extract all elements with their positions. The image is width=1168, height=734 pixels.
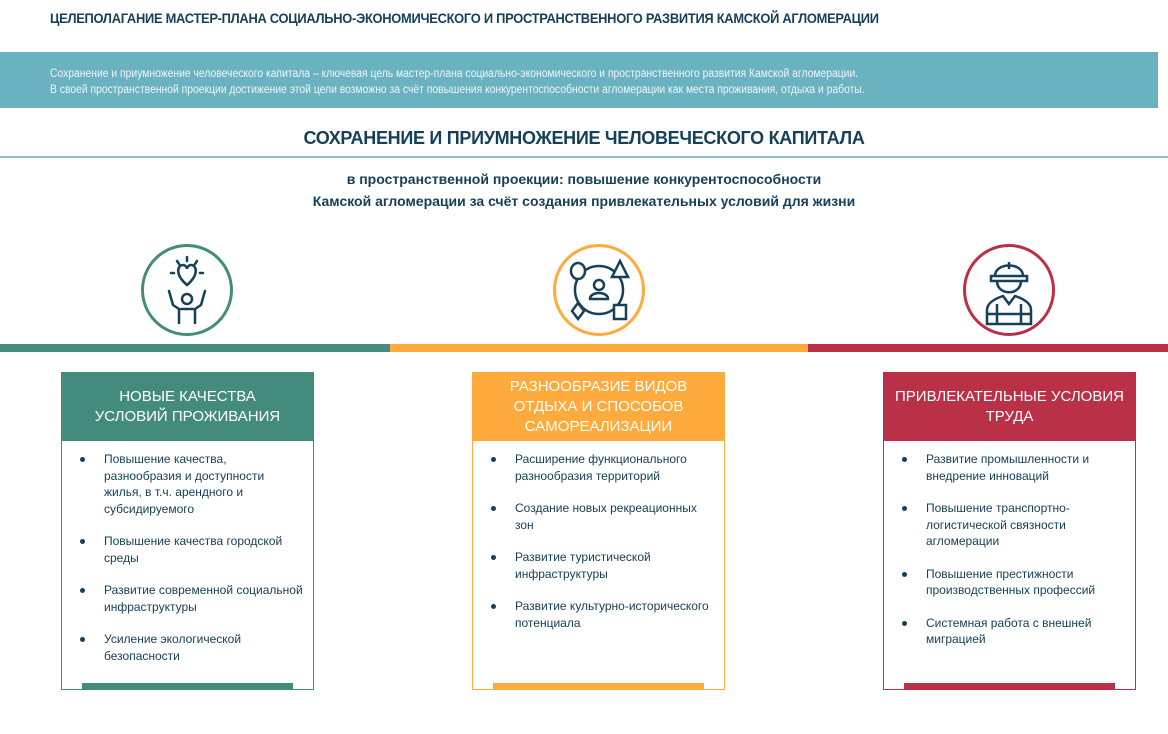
divider — [0, 156, 1168, 158]
card-list: Расширение функционального разнообразия … — [473, 441, 724, 631]
card-list: Развитие промышленности и внедрение инно… — [884, 441, 1135, 648]
list-item: Повышение качества, разнообразия и досту… — [80, 451, 303, 517]
orange-bar — [390, 344, 808, 352]
card-list: Повышение качества, разнообразия и досту… — [62, 441, 313, 664]
card-footer-bar — [82, 683, 293, 690]
banner-line: В своей пространственной проекции достиж… — [50, 84, 865, 96]
diversity-person-icon — [553, 244, 645, 336]
list-item: Развитие культурно-исторического потенци… — [491, 598, 714, 631]
worker-icon — [963, 244, 1055, 336]
list-item: Развитие промышленности и внедрение инно… — [902, 451, 1125, 484]
list-item: Повышение качества городской среды — [80, 533, 303, 566]
main-heading: СОХРАНЕНИЕ И ПРИУМНОЖЕНИЕ ЧЕЛОВЕЧЕСКОГО … — [303, 128, 865, 148]
card-footer-bar — [904, 683, 1115, 690]
list-item: Повышение транспортно-логистической связ… — [902, 500, 1125, 550]
list-item: Развитие туристической инфраструктуры — [491, 549, 714, 582]
list-item: Усиление экологической безопасности — [80, 631, 303, 664]
green-bar — [0, 344, 390, 352]
subtitle-line: в пространственной проекции: повышение к… — [346, 171, 822, 187]
banner-line: Сохранение и приумножение человеческого … — [50, 68, 859, 80]
card-footer-bar — [493, 683, 704, 690]
list-item: Повышение престижности производственных … — [902, 566, 1125, 599]
page-title: ЦЕЛЕПОЛАГАНИЕ МАСТЕР-ПЛАНА СОЦИАЛЬНО-ЭКО… — [50, 10, 879, 26]
list-item: Создание новых рекреационных зон — [491, 500, 714, 533]
subtitle-line: Камской агломерации за счёт создания при… — [312, 193, 856, 209]
red-bar — [808, 344, 1168, 352]
list-item: Системная работа с внешней миграцией — [902, 615, 1125, 648]
subtitle: в пространственной проекции: повышение к… — [0, 168, 1168, 212]
list-item: Развитие современной социальной инфрастр… — [80, 582, 303, 615]
intro-banner: Сохранение и приумножение человеческого … — [0, 52, 1158, 108]
heart-person-icon — [141, 244, 233, 336]
list-item: Расширение функционального разнообразия … — [491, 451, 714, 484]
